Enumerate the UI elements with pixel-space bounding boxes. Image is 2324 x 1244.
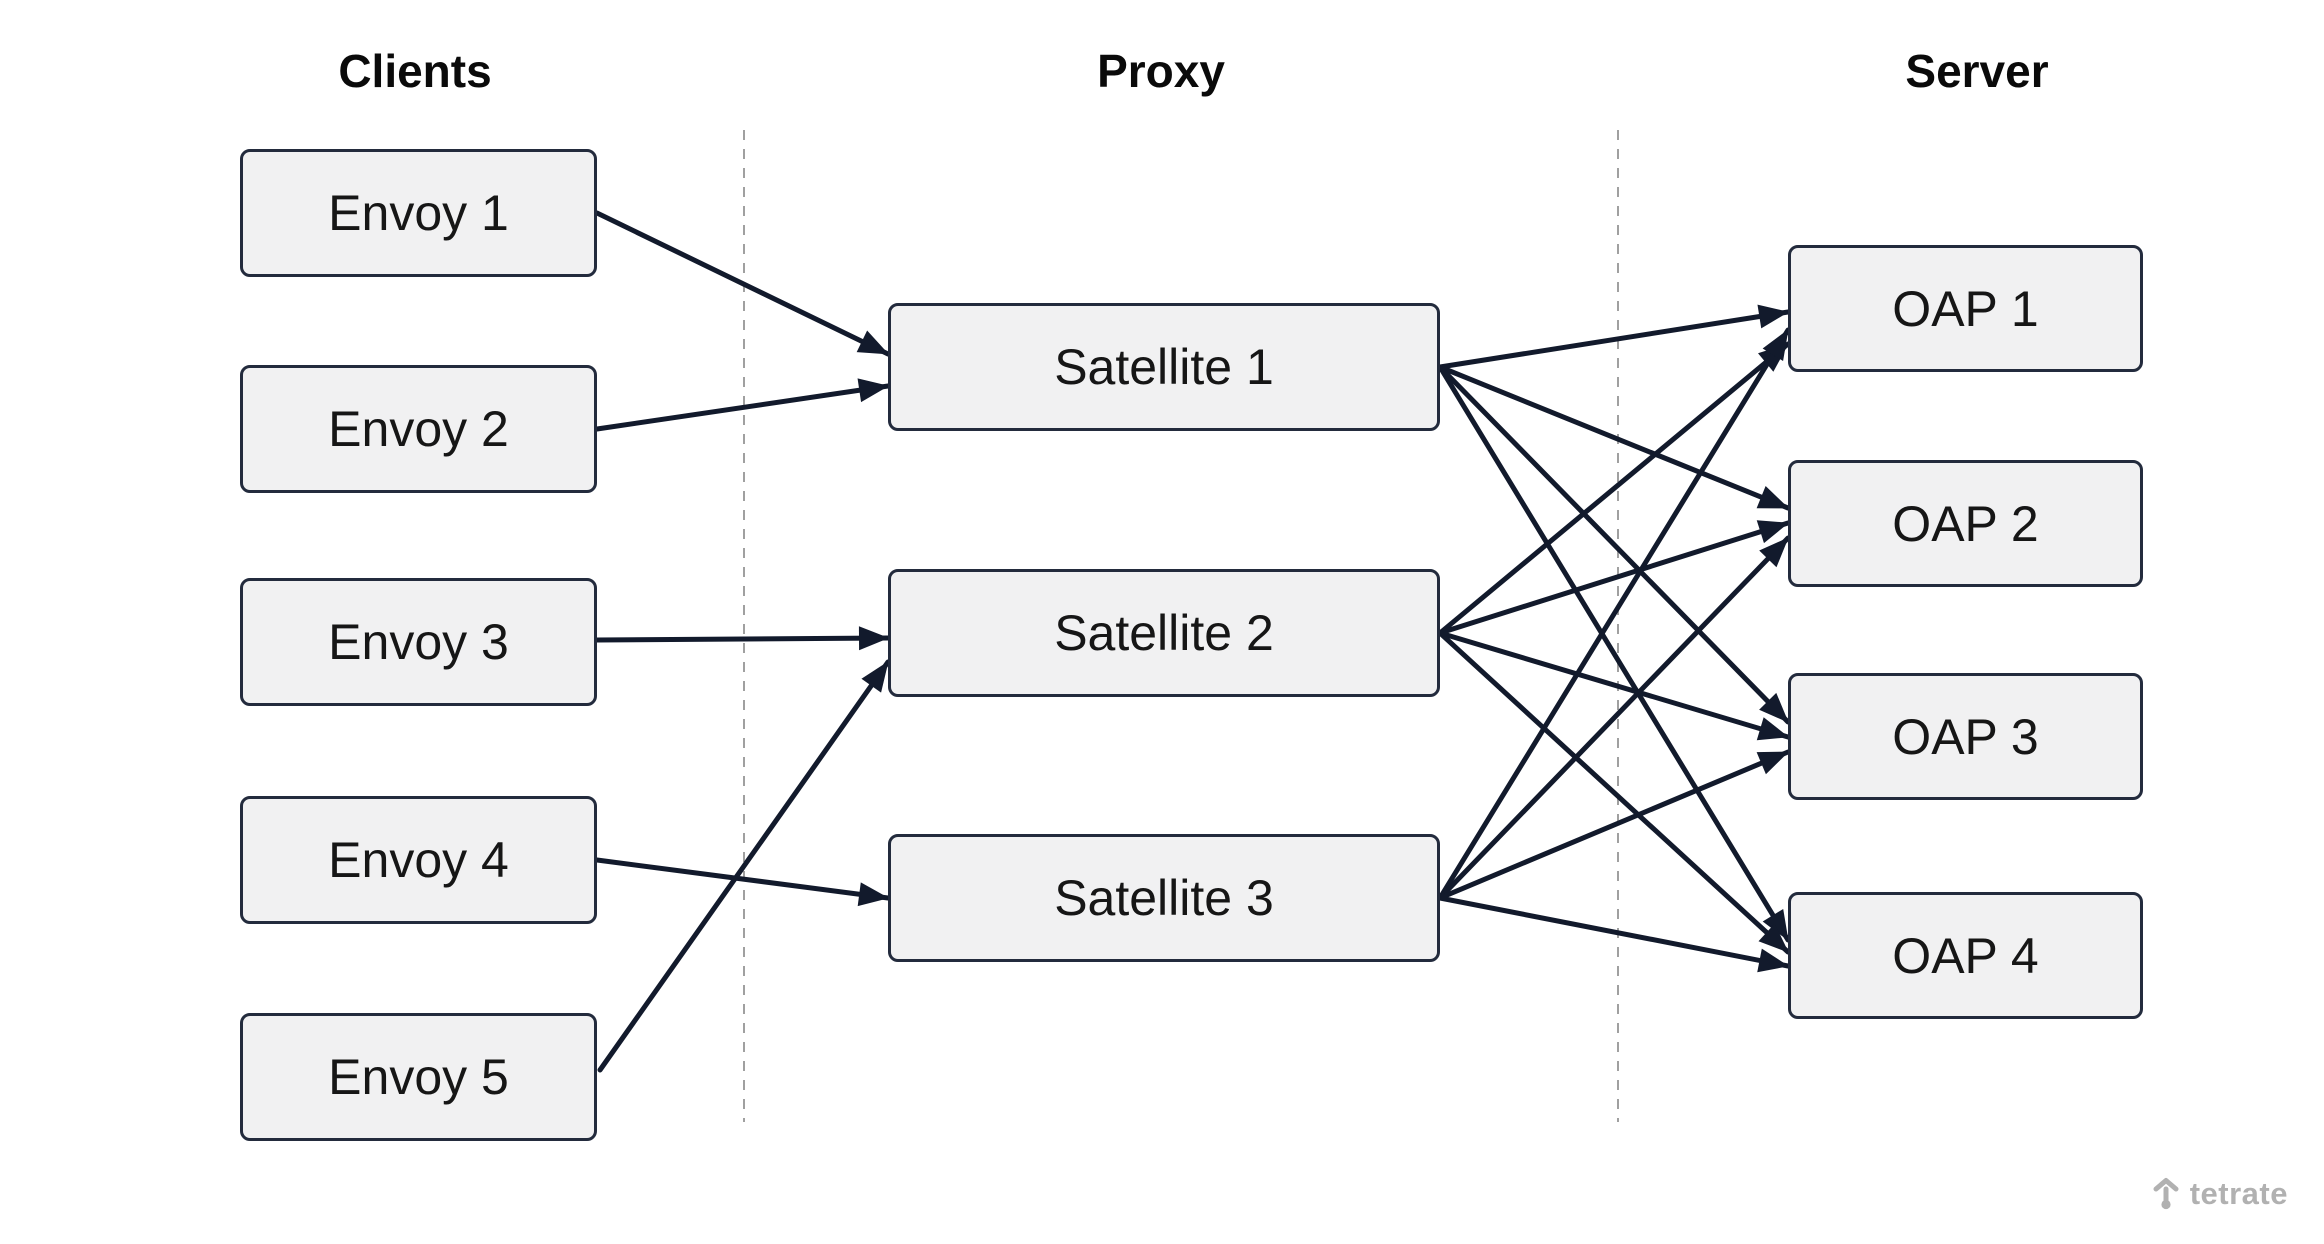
node-satellite3: Satellite 3 [888,834,1440,962]
edge-satellite3-to-oap2 [1437,535,1791,901]
column-header-clients: Clients [338,45,492,97]
edge-envoy1-to-satellite1 [594,210,891,357]
edge-satellite1-to-oap3 [1437,364,1791,725]
node-label-satellite3: Satellite 3 [1054,870,1274,926]
edge-satellite1-to-oap2 [1437,364,1791,511]
column-header-server: Server [1905,45,2049,97]
edge-envoy2-to-satellite1 [594,378,891,432]
node-envoy2: Envoy 2 [240,365,597,493]
node-label-oap2: OAP 2 [1892,495,2039,552]
node-satellite2: Satellite 2 [888,569,1440,697]
node-oap1: OAP 1 [1788,245,2143,372]
node-satellite1: Satellite 1 [888,303,1440,431]
node-label-oap4: OAP 4 [1892,927,2039,984]
node-envoy5: Envoy 5 [240,1013,597,1141]
tetrate-wordmark: tetrate [2189,1176,2288,1211]
edge-envoy4-to-satellite3 [594,857,891,907]
edge-satellite2-to-oap3 [1437,630,1791,741]
node-envoy3: Envoy 3 [240,578,597,706]
node-envoy1: Envoy 1 [240,149,597,277]
edge-satellite1-to-oap4 [1437,364,1791,943]
node-label-envoy1: Envoy 1 [328,185,509,241]
tetrate-logo: tetrate [2149,1176,2288,1212]
edge-satellite3-to-oap4 [1437,895,1791,973]
node-label-envoy2: Envoy 2 [328,401,509,457]
edge-envoy3-to-satellite2 [594,626,891,651]
edge-satellite3-to-oap3 [1437,749,1791,901]
edge-satellite2-to-oap2 [1437,520,1791,636]
node-oap2: OAP 2 [1788,460,2143,587]
node-oap4: OAP 4 [1788,892,2143,1019]
node-label-oap1: OAP 1 [1892,280,2039,337]
tetrate-icon [2153,1178,2179,1210]
edge-satellite1-to-oap1 [1437,304,1791,370]
edge-envoy5-to-satellite2 [597,659,891,1073]
node-label-satellite2: Satellite 2 [1054,605,1274,661]
node-label-satellite1: Satellite 1 [1054,339,1274,395]
node-label-envoy4: Envoy 4 [328,832,509,888]
edge-satellite3-to-oap1 [1437,327,1791,901]
node-envoy4: Envoy 4 [240,796,597,924]
column-header-proxy: Proxy [1097,45,1225,97]
node-label-oap3: OAP 3 [1892,708,2039,765]
edge-satellite2-to-oap4 [1437,630,1791,955]
node-label-envoy3: Envoy 3 [328,614,509,670]
node-oap3: OAP 3 [1788,673,2143,800]
node-label-envoy5: Envoy 5 [328,1049,509,1105]
edge-satellite2-to-oap1 [1437,341,1791,636]
